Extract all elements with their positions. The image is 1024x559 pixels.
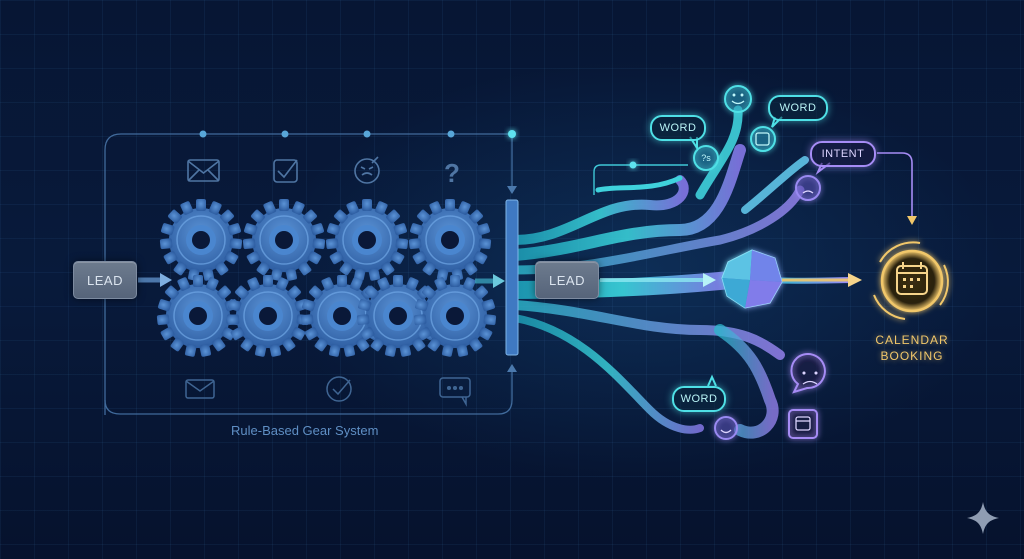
svg-text:?s: ?s: [701, 153, 711, 163]
calendar-booking-icon: [873, 241, 949, 320]
gear-row-top: [158, 198, 493, 282]
gear-row-bottom: [155, 274, 498, 358]
smile-icon-bottom: [714, 416, 738, 440]
worried-face-bubble-icon: [790, 353, 826, 394]
sad-face-icon: [795, 175, 821, 201]
checkbox-icon: [273, 159, 298, 183]
lead-input-box: LEAD: [73, 261, 137, 299]
lead-processed-box: LEAD: [535, 261, 599, 299]
word-bubble-3: WORD: [672, 386, 726, 412]
separator-gate: [505, 199, 519, 356]
question-face-icon: [693, 145, 719, 171]
calendar-booking-label: CALENDAR BOOKING: [862, 332, 962, 364]
booking-line-1: CALENDAR: [875, 333, 949, 347]
envelope-icon: [187, 159, 220, 182]
booking-line-2: BOOKING: [880, 349, 944, 363]
confused-face-icon: [354, 156, 380, 184]
check-circle-icon: [326, 376, 352, 402]
intent-bubble: INTENT: [810, 141, 876, 167]
frame-nodes: [199, 130, 516, 138]
chat-bubble-icon: [439, 377, 471, 407]
rule-system-caption: Rule-Based Gear System: [231, 423, 379, 438]
envelope-icon-bottom: [185, 379, 215, 399]
rule-system-frame: [104, 133, 513, 415]
puzzle-icon: [750, 126, 776, 152]
question-mark-icon: ?: [444, 158, 460, 188]
sparkle-icon: [967, 502, 999, 534]
word-bubble-1: WORD: [650, 115, 706, 141]
crystal-processor: [721, 249, 783, 309]
word-bubble-2: WORD: [768, 95, 828, 121]
smile-icon: [724, 85, 752, 113]
calendar-bubble-icon: [788, 409, 818, 439]
